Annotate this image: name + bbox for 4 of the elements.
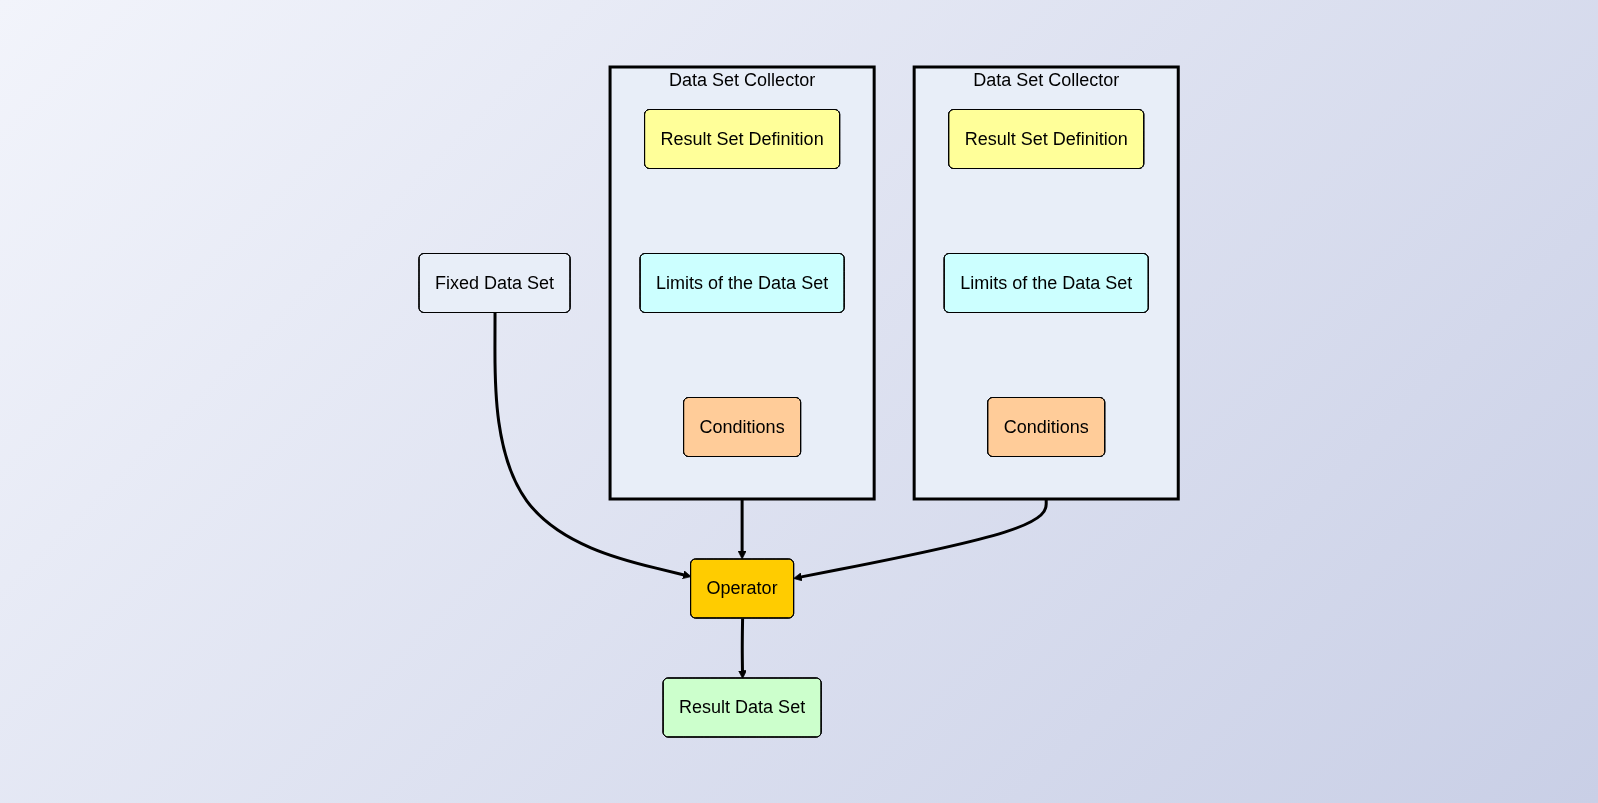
arrow (738, 498, 747, 559)
arrow (493, 312, 692, 579)
arrow (738, 617, 748, 679)
arrow (793, 498, 1049, 581)
